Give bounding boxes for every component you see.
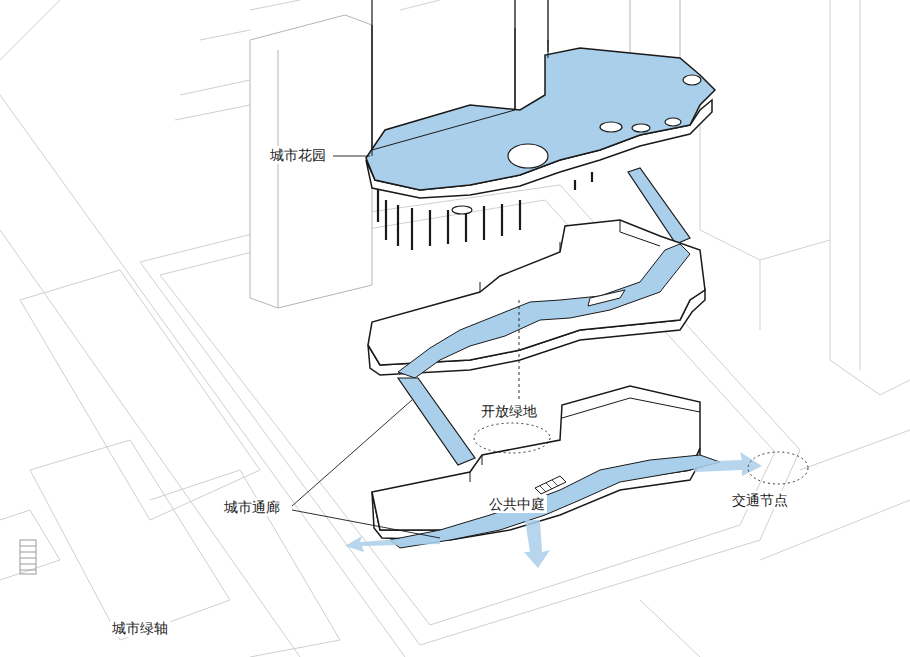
annotation-label: 城市通廊 (222, 498, 282, 516)
building-outline (700, 100, 830, 330)
drawing-part (278, 50, 279, 308)
drawing-part (390, 455, 720, 548)
drawing-part (398, 378, 475, 465)
escalator-symbol (535, 476, 566, 494)
annotation-label: 城市绿轴 (110, 619, 170, 637)
block-outline (30, 440, 230, 640)
leader-line (292, 510, 440, 538)
annotation-label: 城市花园 (268, 146, 328, 164)
dashed-ring (748, 452, 808, 484)
dashed-ring (474, 423, 550, 453)
flow-arrow (345, 536, 440, 552)
drawing-part (20, 540, 36, 574)
drawing-part (600, 122, 622, 132)
leader-line (333, 156, 370, 157)
drawing-part (452, 206, 472, 214)
block-outline (0, 510, 60, 580)
drawing-part (632, 124, 650, 132)
flow-arrow (524, 520, 550, 568)
building-outline (830, 0, 910, 395)
drawing-part (386, 200, 520, 250)
drawing-part (250, 15, 372, 308)
drawing-part (480, 220, 660, 292)
annotation-label: 开放绿地 (479, 402, 539, 420)
building-outline (250, 0, 440, 10)
drawing-part (588, 290, 625, 306)
annotation-label: 公共中庭 (487, 495, 547, 513)
drawing-part (540, 480, 558, 492)
drawing-part (372, 25, 548, 156)
building-outline (860, 0, 861, 370)
annotation-label: 交通节点 (730, 491, 790, 509)
drawing-part (372, 386, 700, 530)
block-outline (150, 470, 340, 657)
site-boundary (140, 185, 800, 645)
lower-level-slab (345, 386, 762, 568)
drawing-part (508, 144, 548, 168)
urban-garden-slab (366, 25, 715, 214)
block-outline (20, 270, 260, 520)
flow-arrow (690, 452, 762, 476)
road-edge (0, 0, 60, 60)
annotation-lines (292, 156, 808, 538)
drawing-part (398, 244, 690, 378)
drawing-part (683, 75, 701, 85)
escalator-symbol (20, 540, 36, 574)
building-outline (175, 30, 250, 120)
drawing-part (665, 118, 681, 126)
leader-line (292, 400, 412, 506)
drawing-part (366, 48, 715, 190)
drawing-part (20, 546, 36, 570)
left-tower (250, 15, 372, 308)
